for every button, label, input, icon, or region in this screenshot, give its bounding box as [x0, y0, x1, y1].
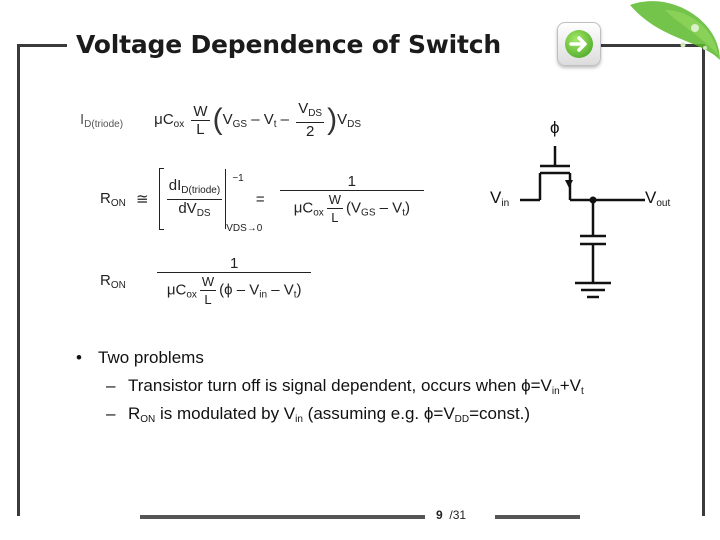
green-leaf-decoration — [630, 1, 720, 61]
footer-bar-right — [495, 515, 580, 519]
bullet-main: •Two problems — [76, 348, 204, 367]
frame-top-left — [17, 44, 67, 47]
vin-label: Vin — [490, 188, 510, 209]
footer-bar-left — [140, 515, 425, 519]
bullet-list: •Two problems –Transistor turn off is si… — [76, 348, 584, 432]
vout-label: Vout — [645, 188, 671, 209]
bullet-problem-2: –RON is modulated by Vin (assuming e.g. … — [106, 404, 531, 425]
page-number: 9 /31 — [436, 508, 467, 522]
gate-phi-label: ϕ — [550, 118, 560, 137]
frame-top-right — [600, 44, 705, 47]
bullet-problem-1: –Transistor turn off is signal dependent… — [106, 376, 584, 397]
frame-right — [702, 44, 705, 516]
next-slide-button[interactable] — [557, 22, 601, 66]
switch-circuit: ϕ Vin Vout — [485, 118, 710, 308]
frame-left — [17, 44, 20, 516]
slide-title: Voltage Dependence of Switch — [76, 30, 501, 59]
right-arrow-icon — [565, 30, 593, 58]
